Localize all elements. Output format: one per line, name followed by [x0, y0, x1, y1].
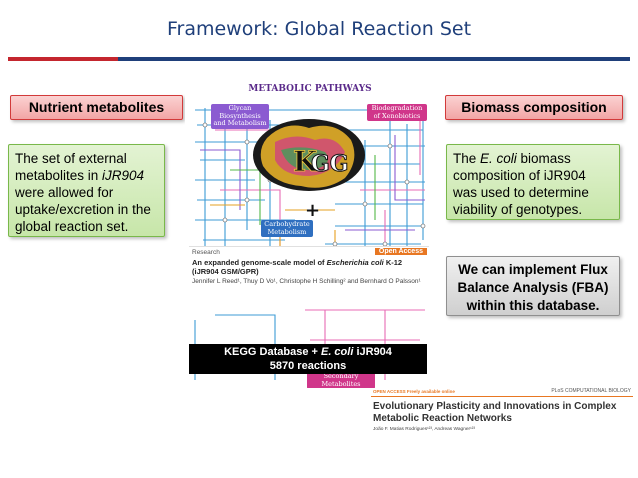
glycan-box: Glycan Biosynthesis and Metabolism [211, 104, 269, 129]
paper2-rule [371, 396, 633, 397]
nutrient-metabolites-text: The set of external metabolites in iJR90… [8, 144, 165, 237]
paper-title-part2: K-12 (iJR904 GSM/GPR) [192, 258, 403, 276]
paper-title: An expanded genome-scale model of Escher… [192, 258, 426, 276]
paper2-open-access: OPEN ACCESS Freely available online [373, 389, 455, 394]
open-access-badge: Open Access [374, 248, 427, 255]
kegg-metabolic-map: K GG + METABOLIC PATHWAYS Glycan Biosynt… [185, 80, 435, 388]
biodegradation-box: Biodegradation of Xenobiotics [367, 104, 427, 121]
secondary-metabolites-box: Secondary Metabolites [307, 372, 375, 388]
paper2-title: Evolutionary Plasticity and Innovations … [373, 401, 617, 424]
nutrient-text-part1: The set of external metabolites in [15, 151, 127, 183]
nutrient-text-part2: were allowed for uptake/excretion in the… [15, 185, 151, 234]
paper-title-organism: Escherichia coli [326, 258, 384, 267]
paper-section-label: Research [192, 249, 220, 256]
biomass-text-part1: The [453, 151, 481, 166]
rodrigues-paper-header: OPEN ACCESS Freely available online PLoS… [371, 388, 633, 441]
biomass-composition-header: Biomass composition [445, 95, 623, 120]
title-rule-red [8, 57, 118, 61]
banner-line1-organism: E. coli [320, 346, 354, 358]
biomass-composition-text: The E. coli biomass composition of iJR90… [446, 144, 620, 220]
kegg-database-banner: KEGG Database + E. coli iJR904 5870 reac… [189, 344, 427, 374]
metabolic-pathways-title: METABOLIC PATHWAYS [248, 84, 372, 94]
fba-note: We can implement Flux Balance Analysis (… [446, 256, 620, 316]
paper2-journal: PLoS COMPUTATIONAL BIOLOGY [551, 388, 631, 394]
banner-line2: 5870 reactions [269, 360, 347, 372]
slide-title: Framework: Global Reaction Set [166, 18, 472, 40]
svg-text:GG: GG [311, 151, 349, 177]
paper-title-part1: An expanded genome-scale model of [192, 258, 327, 267]
plus-sign: + [305, 200, 320, 221]
carbohydrate-box: Carbohydrate Metabolism [261, 220, 313, 237]
banner-line1-part2: iJR904 [353, 346, 392, 358]
paper-authors: Jennifer L Reed¹, Thuy D Vo¹, Christophe… [192, 278, 421, 285]
banner-line1-part1: KEGG Database + [224, 346, 321, 358]
reed-paper-card: Research Open Access An expanded genome-… [189, 246, 429, 308]
banner-line1: KEGG Database + E. coli iJR904 [189, 345, 427, 359]
title-rule-blue [118, 57, 630, 61]
nutrient-metabolites-header: Nutrient metabolites [10, 95, 183, 120]
nutrient-text-model: iJR904 [102, 168, 145, 183]
paper2-authors: João F. Matias Rodrigues¹²³, Andreas Wag… [373, 427, 475, 432]
biomass-text-organism: E. coli [480, 151, 517, 166]
kegg-logo-letters: K [293, 145, 319, 178]
biomass-text-part2: biomass composition of iJR904 was used t… [453, 151, 589, 217]
